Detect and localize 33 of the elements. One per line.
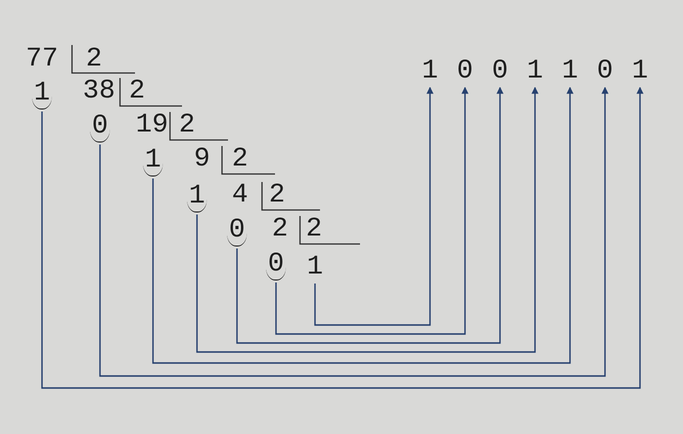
quotient-number: 9	[194, 146, 210, 174]
remainder-digit: 1	[186, 184, 208, 212]
binary-digit: 0	[596, 58, 614, 86]
binary-digit: 0	[492, 58, 508, 86]
arrow	[99, 86, 608, 377]
binary-digit: 0	[456, 58, 474, 86]
remainder-digit: 1	[142, 148, 164, 176]
binary-digit: 1	[422, 58, 438, 86]
arrow	[236, 86, 504, 344]
arrow	[41, 86, 644, 389]
arrow	[196, 86, 538, 353]
remainder-digit: 0	[226, 218, 248, 246]
divisor-number: 2	[306, 216, 322, 244]
arrow	[152, 86, 574, 364]
binary-digit: 1	[632, 58, 648, 86]
quotient-number: 38	[82, 78, 116, 106]
quotient-number: 4	[232, 182, 248, 210]
divisor-number: 2	[128, 78, 146, 106]
quotient-number: 2	[272, 216, 288, 244]
arrow	[275, 86, 468, 335]
dividend-number: 77	[26, 46, 58, 74]
divisor-number: 2	[178, 112, 196, 140]
remainder-digit: 0	[266, 252, 286, 280]
divisor-number: 2	[268, 182, 286, 210]
divisor-number: 2	[86, 46, 102, 74]
divisor-number: 2	[232, 146, 248, 174]
binary-digit: 1	[562, 58, 578, 86]
remainder-digit: 0	[90, 114, 110, 142]
arrow	[314, 86, 434, 326]
binary-digit: 1	[526, 58, 544, 86]
remainder-digit: 1	[32, 80, 52, 110]
quotient-number: 19	[136, 112, 168, 140]
quotient-digit: 1	[306, 254, 324, 282]
